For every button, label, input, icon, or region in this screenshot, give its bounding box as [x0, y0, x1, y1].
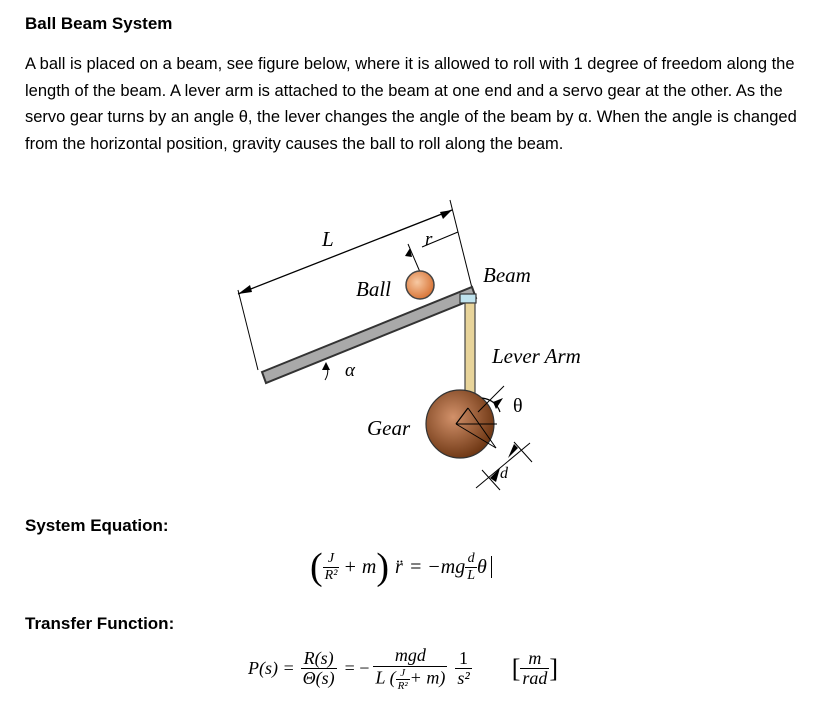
transfer-function-label: Transfer Function: [25, 614, 175, 633]
theta-label: θ [513, 395, 523, 417]
ball [405, 270, 435, 300]
length-dimension-line [237, 209, 453, 295]
ball-label: Ball [356, 277, 391, 301]
gear-label: Gear [367, 416, 411, 440]
lever-arm-label: Lever Arm [491, 344, 581, 368]
system-equation-label: System Equation: [25, 516, 169, 535]
description-paragraph: A ball is placed on a beam, see figure b… [25, 55, 797, 153]
system-equation: ( J R² + m ) r̈ = −mg d L θ [310, 548, 492, 586]
length-label: L [321, 227, 334, 251]
d-label: d [500, 465, 509, 482]
beam-label: Beam [483, 263, 531, 287]
radius-label: r [425, 229, 433, 250]
beam [260, 285, 478, 385]
page-title: Ball Beam System [25, 14, 173, 33]
alpha-label: α [345, 360, 356, 381]
